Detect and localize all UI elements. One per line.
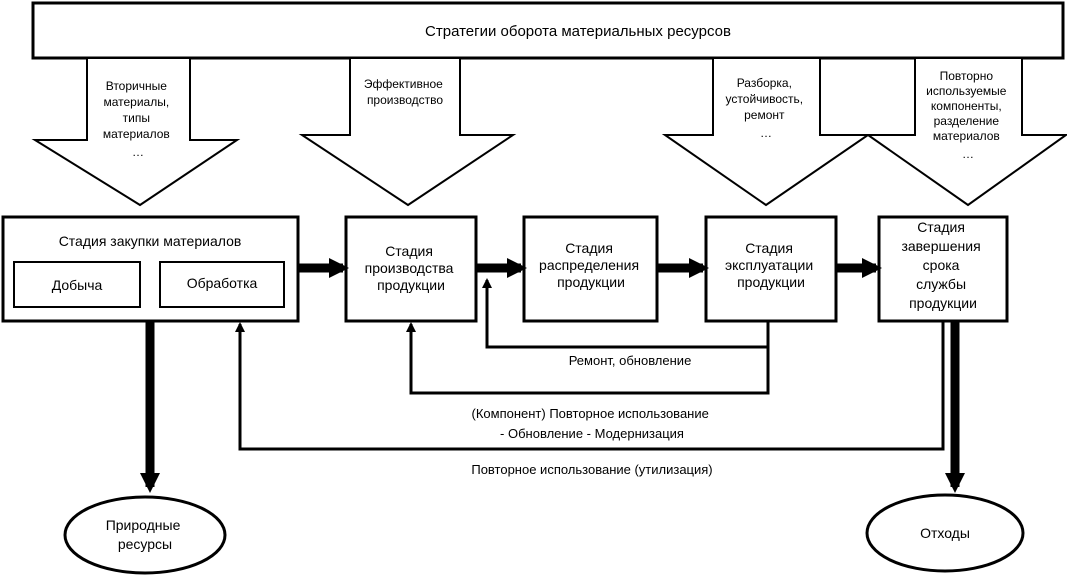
input-line: … [962,147,974,161]
input-arrow-secondary-materials: Вторичные материалы, типы материалов … [31,57,241,207]
stage-line: срока [923,257,960,273]
stage-line: Стадия [565,240,613,256]
input-line: Эффективное [364,77,443,91]
input-line: разделение [934,114,1000,128]
stage-procurement: Стадия закупки материалов Добыча Обработ… [1,215,300,323]
natural-resources-label: ресурсы [118,536,172,552]
input-line: Разборка, [737,76,792,90]
input-arrow-efficient-production: Эффективное производство [298,57,517,207]
svg-text:Стадия эксплуатации: Стадия эксплуатации продукции [725,240,817,290]
input-line: производство [367,93,443,107]
substage-extraction-label: Добыча [52,277,103,293]
stage-end-of-life: Стадия завершения срока службы продукции [877,215,1009,323]
input-line: … [132,145,144,159]
input-line: используемые [926,84,1007,98]
stage-procurement-title: Стадия закупки материалов [59,233,242,249]
natural-resources: Природные ресурсы [63,495,227,575]
stage-line: продукции [557,274,625,290]
recycling-loop: Повторное использование (утилизация) [235,321,945,477]
input-line: типы [123,111,150,125]
waste: Отходы [865,493,1025,573]
stage-line: Стадия [917,219,965,235]
component-reuse-label: (Компонент) Повторное использование [472,406,709,421]
stage-line: распределения [539,257,639,273]
strategy-banner: Стратегии оборота материальных ресурсов [31,1,1065,60]
svg-text:Разборка, устойчивость,: Разборка, устойчивость, ремонт … [726,76,807,140]
repair-loop-label: Ремонт, обновление [569,353,692,368]
input-line: материалы, [103,95,169,109]
input-line: Вторичные [106,79,168,93]
banner-title: Стратегии оборота материальных ресурсов [425,23,731,40]
outflow-arrows [140,321,965,493]
svg-text:Стадия распределения: Стадия распределения продукции [539,240,643,290]
natural-resources-label: Природные [106,517,181,533]
stage-line: продукции [377,277,445,293]
substage-processing-label: Обработка [187,275,258,291]
stage-line: завершения [901,238,980,254]
input-line: … [760,126,772,140]
stage-line: Стадия [385,243,433,259]
stage-line: продукции [737,274,805,290]
input-arrow-reusable-components: Повторно используемые компоненты, раздел… [864,57,1067,207]
repair-loop: Ремонт, обновление [482,278,770,368]
waste-label: Отходы [920,525,970,541]
input-line: ремонт [744,108,785,122]
input-line: материалов [103,127,170,141]
input-arrow-disassembly: Разборка, устойчивость, ремонт … [661,57,872,207]
stage-production: Стадия производства продукции [344,215,478,323]
stage-distribution: Стадия распределения продукции [522,215,659,323]
svg-text:Стадия производства: Стадия производства продукции [365,243,458,293]
input-line: Повторно [940,69,994,83]
svg-text:(Компонент) Повторное использо: (Компонент) Повторное использование - Об… [472,406,713,441]
svg-text:Эффективное производство: Эффективное производство [364,77,446,107]
stage-line: службы [916,276,966,292]
stage-line: продукции [909,295,977,311]
input-line: материалов [933,129,1000,143]
stage-operation: Стадия эксплуатации продукции [704,215,838,323]
substage-processing [159,261,285,308]
component-reuse-loop: (Компонент) Повторное использование - Об… [406,322,770,441]
input-line: компоненты, [931,99,1002,113]
svg-text:Стадия завершения: Стадия завершения срока службы продукции [901,219,984,311]
svg-text:Природные ресурсы: Природные ресурсы [106,517,185,552]
stage-line: эксплуатации [725,257,813,273]
input-line: устойчивость, [726,92,804,106]
svg-text:Вторичные материалы,: Вторичные материалы, типы материалов … [103,79,173,159]
component-reuse-label: - Обновление - Модернизация [500,426,684,441]
recycling-loop-label: Повторное использование (утилизация) [471,462,712,477]
stage-line: производства [365,260,454,276]
stage-line: Стадия [745,240,793,256]
svg-text:Повторно используемые: Повторно используемые компоненты, раздел… [926,69,1010,161]
substage-extraction [13,261,141,308]
